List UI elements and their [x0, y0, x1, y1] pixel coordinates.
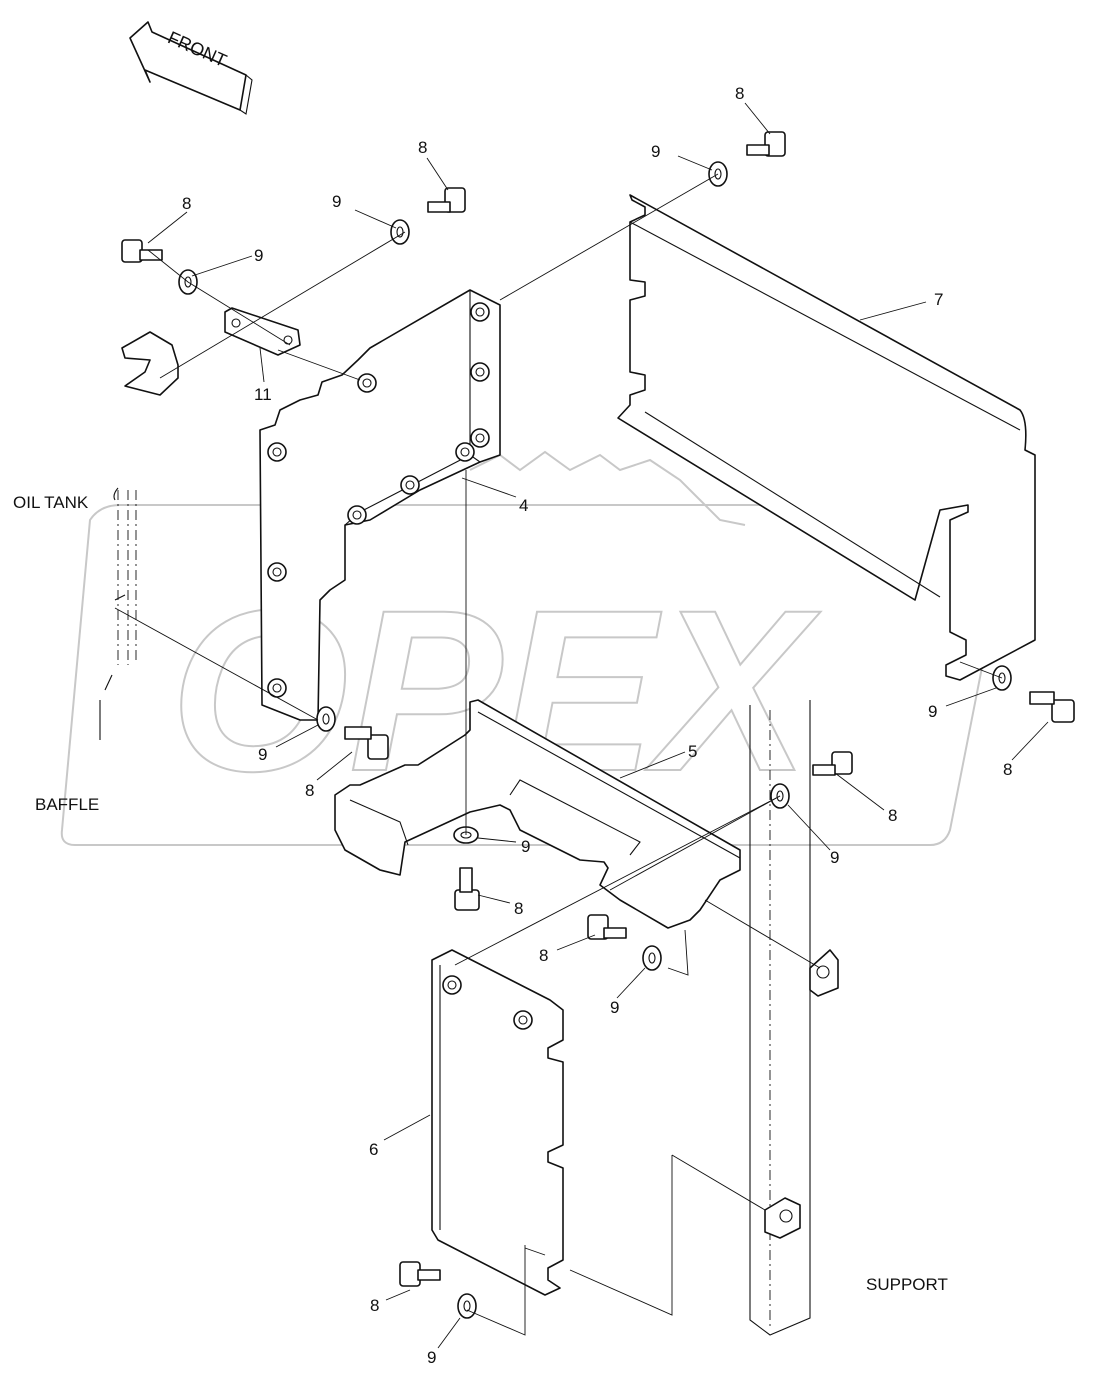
callout-8: 8 [305, 781, 314, 800]
leader-lines [114, 102, 1049, 1349]
bolt-icon [746, 131, 786, 157]
baffle-label: BAFFLE [35, 795, 99, 814]
callout-5: 5 [688, 742, 697, 761]
bracket-holes [267, 302, 490, 698]
callout-8: 8 [539, 946, 548, 965]
bolt-icon [427, 187, 466, 213]
part-4-bracket [259, 289, 501, 721]
bolt-icon [812, 751, 853, 776]
bolt-icon [454, 867, 480, 911]
callout-8: 8 [514, 899, 523, 918]
callouts: 8 9 9 8 9 8 7 4 11 9 8 5 9 8 8 9 9 8 8 9… [182, 84, 1012, 1367]
support-column [749, 700, 839, 1336]
callout-9: 9 [830, 848, 839, 867]
part-7-cover [617, 194, 1036, 681]
callout-9: 9 [521, 837, 530, 856]
bolt-icon [121, 239, 163, 263]
front-arrow-icon: FRONT [129, 21, 253, 115]
callout-8: 8 [888, 806, 897, 825]
bolt-icon [399, 1261, 441, 1287]
part-5-tray [334, 699, 741, 929]
clip-bracket [121, 331, 179, 396]
callout-8: 8 [418, 138, 427, 157]
callout-6: 6 [369, 1140, 378, 1159]
callout-9: 9 [928, 702, 937, 721]
oil-tank-outline [99, 487, 137, 740]
oil-tank-label: OIL TANK [13, 493, 89, 512]
bolt-icon [344, 726, 389, 760]
part-6-panel [431, 949, 564, 1296]
callout-8: 8 [370, 1296, 379, 1315]
bolt-icon [1029, 691, 1075, 723]
callout-9: 9 [427, 1348, 436, 1367]
callout-8: 8 [182, 194, 191, 213]
callout-9: 9 [258, 745, 267, 764]
callout-9: 9 [651, 142, 660, 161]
washer-icon [390, 219, 410, 245]
part-11-plate [224, 307, 301, 356]
callout-8: 8 [735, 84, 744, 103]
washer-icon [642, 945, 662, 971]
callout-9: 9 [610, 998, 619, 1017]
washer-icon [316, 706, 336, 732]
callout-8: 8 [1003, 760, 1012, 779]
callout-11: 11 [254, 385, 272, 404]
bolt-icon [587, 914, 627, 940]
callout-9: 9 [254, 246, 263, 265]
washer-icon [457, 1293, 477, 1319]
bolts [121, 131, 1075, 1287]
callout-9: 9 [332, 192, 341, 211]
callout-4: 4 [519, 496, 528, 515]
callout-7: 7 [934, 290, 943, 309]
support-label: SUPPORT [866, 1275, 948, 1294]
